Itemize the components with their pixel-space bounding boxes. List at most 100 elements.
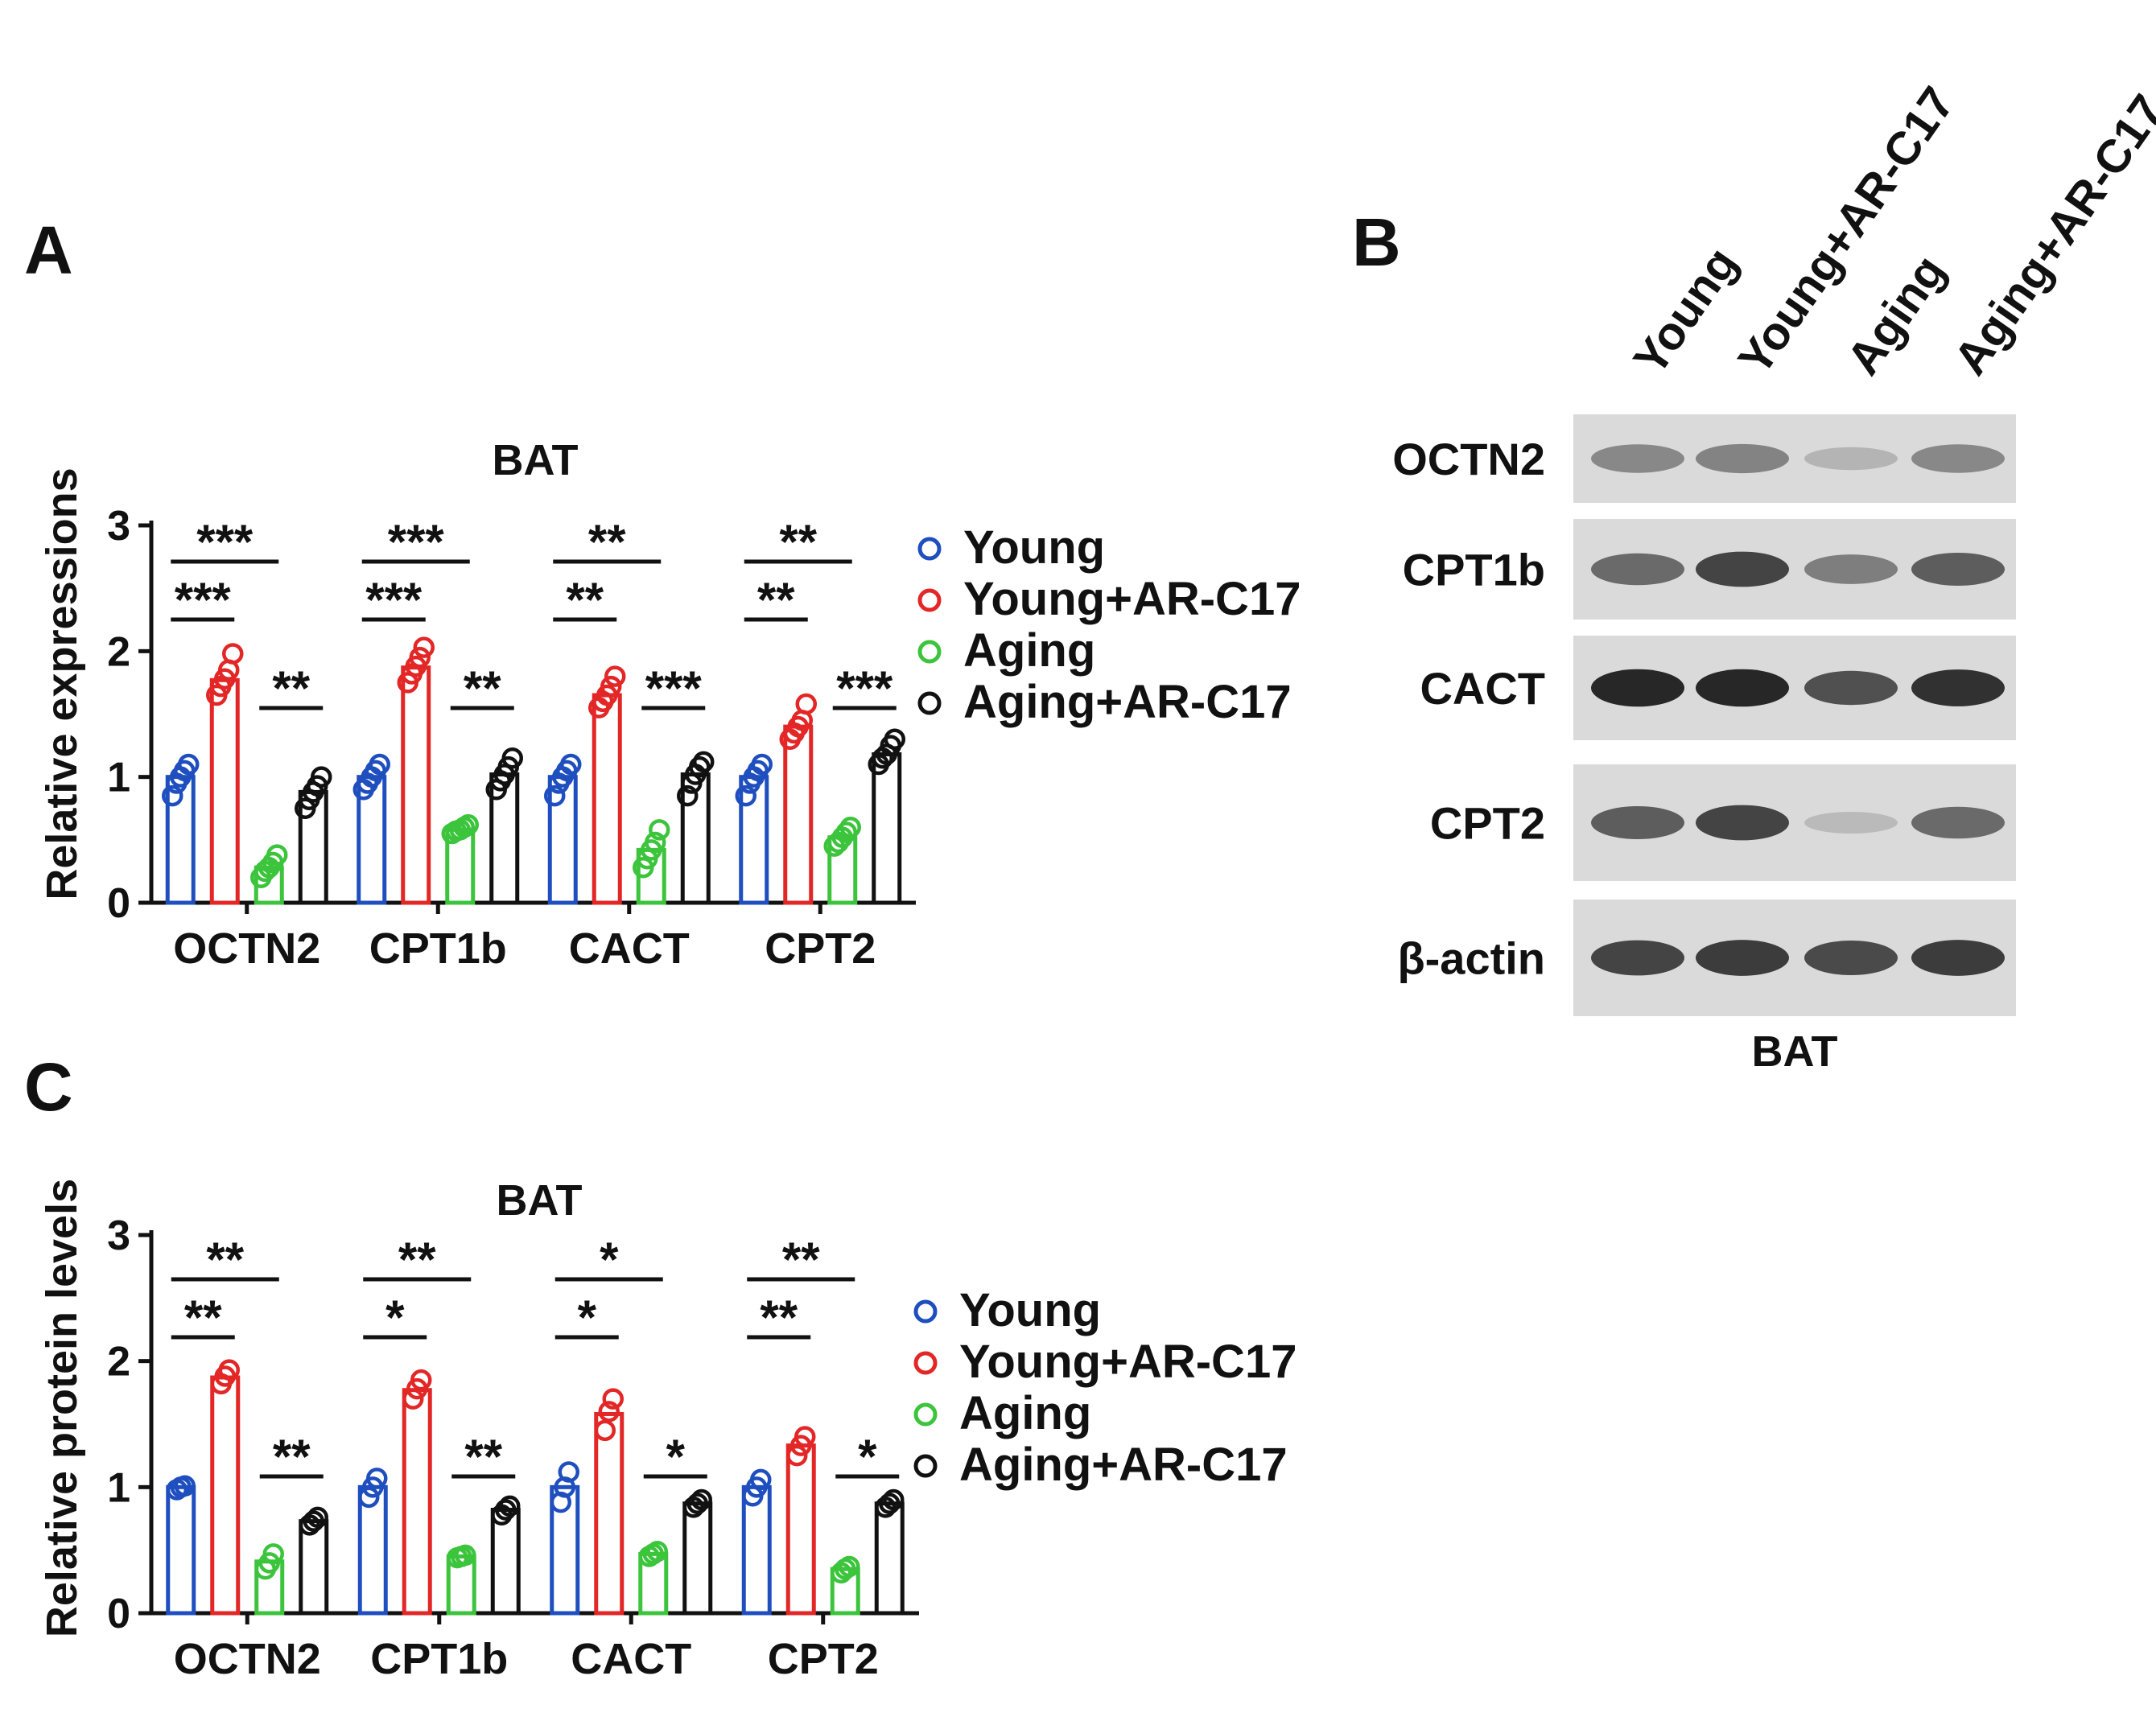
bar bbox=[210, 1375, 241, 1616]
significance-label: *** bbox=[175, 573, 232, 627]
blot-band bbox=[1696, 443, 1789, 474]
blot-band bbox=[1911, 806, 2005, 839]
y-tick-label: 2 bbox=[107, 628, 130, 675]
data-point bbox=[501, 747, 523, 769]
data-point bbox=[558, 1461, 579, 1483]
x-tick-label: CPT2 bbox=[765, 924, 876, 973]
legend-marker bbox=[917, 640, 942, 664]
y-tick-label: 0 bbox=[107, 1591, 130, 1637]
data-point bbox=[879, 1492, 901, 1514]
significance-label: ** bbox=[782, 1233, 820, 1287]
panel-letter-a: A bbox=[24, 212, 73, 288]
significance-label: ** bbox=[398, 1233, 436, 1287]
lane-label: Young+AR-C17 bbox=[1728, 78, 1964, 385]
bar bbox=[550, 1484, 580, 1616]
data-point bbox=[218, 1359, 240, 1381]
data-point bbox=[645, 831, 666, 854]
significance-label: ** bbox=[206, 1233, 244, 1287]
bar bbox=[490, 1508, 521, 1616]
legend-marker bbox=[913, 1454, 938, 1478]
data-point bbox=[786, 1444, 808, 1467]
data-point bbox=[457, 813, 479, 836]
chart-c-title: BAT bbox=[497, 1176, 583, 1225]
blot-band bbox=[1804, 812, 1898, 834]
panel-letter-b: B bbox=[1352, 204, 1401, 280]
blot-band bbox=[1804, 941, 1898, 975]
data-point bbox=[604, 665, 626, 687]
chart-a-ylabel: Relative expressions bbox=[38, 467, 86, 900]
bar bbox=[254, 1559, 285, 1616]
blot-band bbox=[1911, 444, 2005, 473]
significance-label: * bbox=[666, 1430, 686, 1484]
blot-caption: BAT bbox=[1752, 1027, 1838, 1076]
significance-label: * bbox=[578, 1291, 597, 1344]
bar bbox=[741, 1484, 772, 1616]
protein-label: CPT1b bbox=[1403, 545, 1545, 595]
data-point bbox=[839, 1555, 860, 1578]
data-point bbox=[839, 816, 861, 838]
data-point bbox=[677, 784, 699, 807]
significance-label: *** bbox=[196, 515, 254, 569]
bar bbox=[827, 835, 858, 905]
bar bbox=[682, 1501, 713, 1616]
blot-band bbox=[1696, 805, 1789, 841]
y-tick-label: 0 bbox=[107, 880, 130, 927]
data-point bbox=[455, 1544, 476, 1567]
x-tick-label: CACT bbox=[569, 924, 690, 973]
legend-label: Aging+AR-C17 bbox=[963, 676, 1292, 728]
data-point bbox=[735, 784, 756, 807]
bar bbox=[594, 1411, 625, 1616]
data-point bbox=[883, 1488, 905, 1511]
y-tick-label: 2 bbox=[107, 1339, 130, 1385]
data-point bbox=[795, 693, 817, 715]
blot-band bbox=[1911, 940, 2005, 976]
data-point bbox=[369, 753, 390, 776]
data-point bbox=[560, 753, 582, 776]
bar bbox=[638, 1551, 669, 1616]
data-point bbox=[499, 1495, 521, 1517]
data-point bbox=[410, 1369, 432, 1391]
data-point bbox=[794, 1426, 816, 1447]
significance-label: ** bbox=[464, 1430, 502, 1484]
protein-label: CPT2 bbox=[1430, 798, 1545, 849]
legend-marker bbox=[913, 1351, 938, 1375]
legend-label: Young+AR-C17 bbox=[963, 573, 1301, 625]
legend-marker bbox=[917, 537, 942, 561]
x-tick-label: OCTN2 bbox=[173, 924, 320, 973]
blot-band bbox=[1911, 669, 2005, 706]
data-point bbox=[413, 636, 435, 658]
data-point bbox=[594, 1419, 616, 1442]
blot-band bbox=[1696, 940, 1789, 976]
significance-label: ** bbox=[273, 1430, 311, 1484]
data-point bbox=[307, 1506, 328, 1529]
lane-label: Aging bbox=[1837, 246, 1955, 385]
data-point bbox=[174, 1475, 196, 1497]
x-tick-label: CPT1b bbox=[369, 924, 507, 973]
blot-band bbox=[1591, 940, 1684, 976]
chart-a-title: BAT bbox=[493, 436, 579, 484]
significance-label: * bbox=[858, 1430, 877, 1484]
blot-band bbox=[1804, 447, 1898, 471]
data-point bbox=[649, 819, 670, 841]
data-point bbox=[303, 1510, 324, 1532]
significance-label: * bbox=[600, 1233, 619, 1287]
significance-label: ** bbox=[464, 661, 501, 715]
x-tick-label: OCTN2 bbox=[174, 1635, 321, 1683]
data-point bbox=[646, 1540, 668, 1562]
bar bbox=[872, 752, 902, 905]
blot-band bbox=[1591, 806, 1684, 839]
legend-label: Young+AR-C17 bbox=[959, 1336, 1296, 1388]
blot-band bbox=[1911, 553, 2005, 586]
western-blot: BAT YoungYoung+AR-C17AgingAging+AR-C17OC… bbox=[1392, 78, 2156, 1076]
x-tick-label: CPT2 bbox=[768, 1635, 879, 1683]
bar bbox=[166, 1484, 196, 1616]
y-tick-label: 1 bbox=[107, 755, 130, 801]
x-tick-label: CPT1b bbox=[370, 1635, 508, 1683]
legend-label: Young bbox=[963, 521, 1105, 574]
data-point bbox=[686, 1492, 708, 1514]
protein-label: OCTN2 bbox=[1392, 434, 1545, 484]
blot-band bbox=[1591, 553, 1684, 586]
